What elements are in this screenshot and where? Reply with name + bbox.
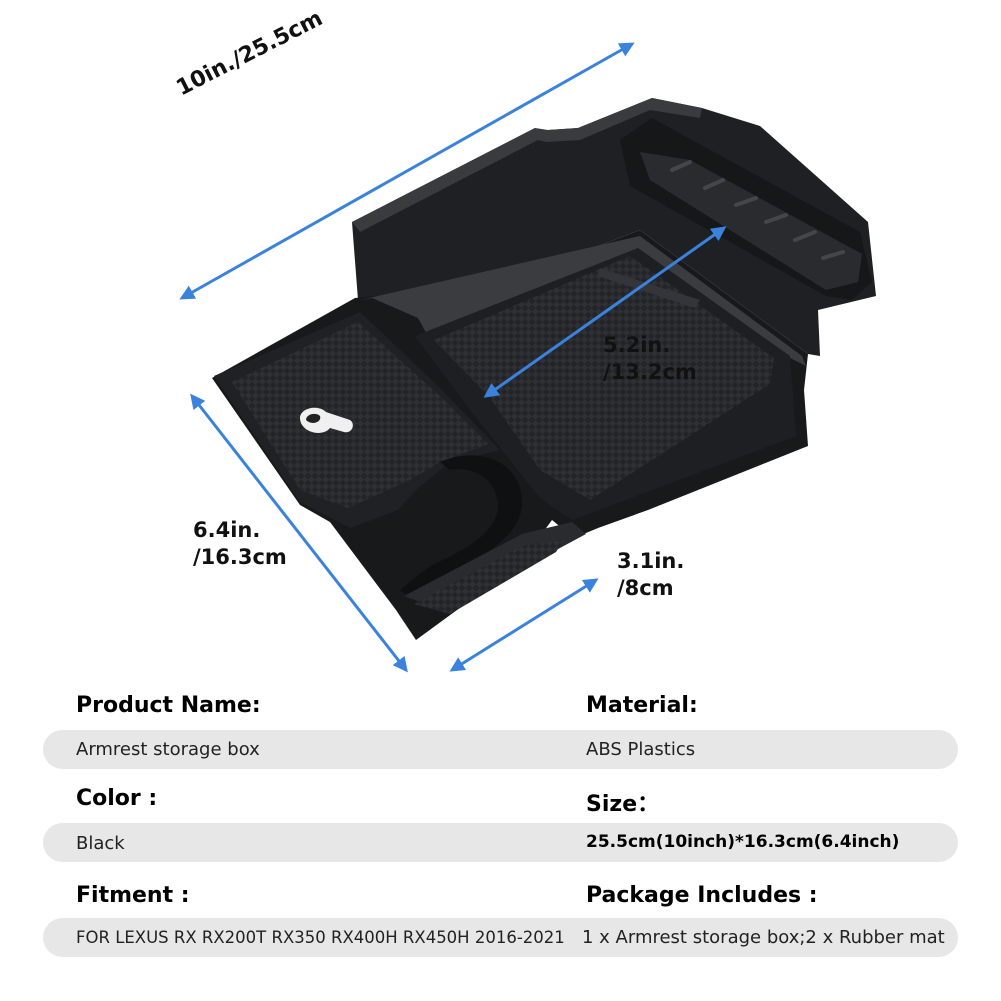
package-heading: Package Includes :	[586, 883, 818, 908]
dimension-cup-label: 3.1in. /8cm	[617, 548, 684, 602]
product-illustration: 10in./25.5cm 5.2in. /13.2cm 6.4in. /16.3…	[172, 6, 876, 673]
material-value: ABS Plastics	[586, 739, 696, 760]
dimension-inner-width-line2: /13.2cm	[603, 360, 697, 384]
size-value: 25.5cm(10inch)*16.3cm(6.4inch)	[586, 832, 900, 852]
color-value: Black	[76, 833, 125, 854]
product-name-heading: Product Name:	[76, 693, 261, 718]
dimension-cup-line2: /8cm	[617, 576, 674, 600]
dimension-inner-width-label: 5.2in. /13.2cm	[603, 332, 697, 386]
arrow-inner-width	[483, 226, 727, 398]
arrow-cup	[449, 578, 599, 672]
arrow-length	[179, 42, 635, 300]
dimension-arrows	[179, 42, 727, 673]
spec-row-1-bar	[43, 730, 958, 769]
product-name-value: Armrest storage box	[76, 739, 260, 760]
fitment-value: FOR LEXUS RX RX200T RX350 RX400H RX450H …	[76, 928, 565, 947]
dimension-cup-line1: 3.1in.	[617, 549, 685, 573]
spec-row-3-bar	[43, 918, 958, 957]
tray-side-slots	[620, 118, 872, 300]
dimension-width-line2: /16.3cm	[193, 545, 287, 569]
dimension-width-label: 6.4in. /16.3cm	[193, 517, 287, 571]
dimension-width-line1: 6.4in.	[193, 518, 261, 542]
material-heading: Material:	[586, 693, 698, 718]
arrow-width	[190, 393, 408, 673]
color-heading: Color :	[76, 786, 158, 811]
package-value: 1 x Armrest storage box;2 x Rubber mat	[582, 927, 945, 948]
dimension-inner-width-line1: 5.2in.	[603, 333, 671, 357]
fitment-heading: Fitment :	[76, 883, 190, 908]
size-heading: Size：	[586, 792, 660, 817]
spec-row-2-bar	[43, 823, 958, 862]
armrest-tray-drawing	[179, 42, 876, 673]
